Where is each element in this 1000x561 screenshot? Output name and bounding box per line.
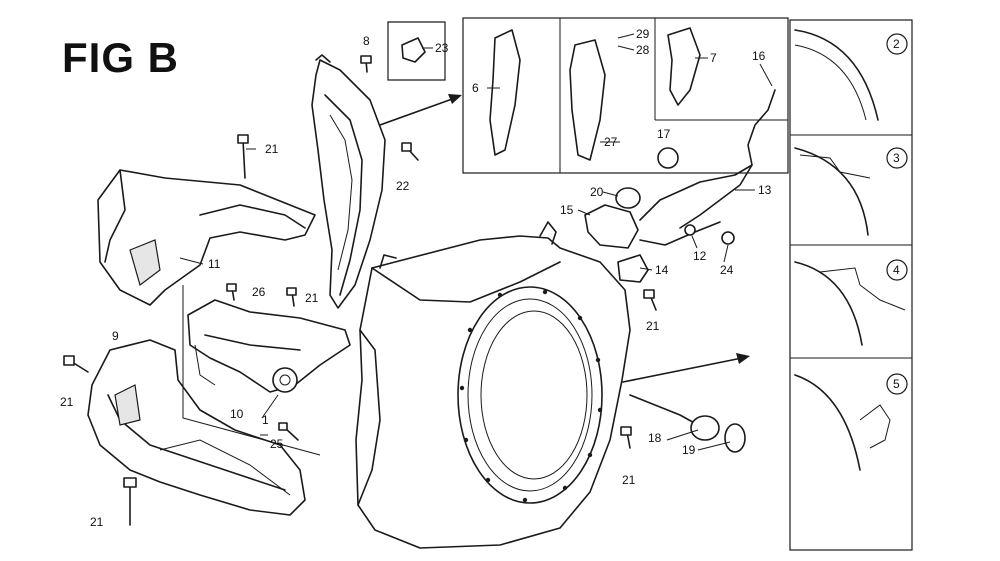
label-21-bottom: 21 xyxy=(90,515,104,529)
panel-7 xyxy=(667,27,701,106)
label-9: 9 xyxy=(112,329,119,343)
bolts xyxy=(63,55,657,526)
variant-2-shape xyxy=(794,29,879,121)
ignition-cable xyxy=(629,394,746,453)
label-8: 8 xyxy=(363,34,370,48)
label-10: 10 xyxy=(230,407,244,421)
panel-27 xyxy=(569,39,606,161)
label-19: 19 xyxy=(682,443,696,457)
variant-4-shape xyxy=(794,261,863,346)
side-shroud xyxy=(311,54,386,309)
blower-housing xyxy=(355,221,631,549)
label-24: 24 xyxy=(720,263,734,277)
callout-arrows xyxy=(379,94,750,383)
label-16: 16 xyxy=(752,49,766,63)
label-1: 1 xyxy=(262,413,269,427)
switch-17 xyxy=(657,147,679,169)
variant-panels xyxy=(789,19,913,551)
switch-bracket-assembly xyxy=(187,299,351,393)
cover-lower-left xyxy=(87,339,306,516)
label-7: 7 xyxy=(710,51,717,65)
label-4: 4 xyxy=(893,263,900,277)
variant-3-shape xyxy=(794,147,869,236)
part-23-box xyxy=(387,21,446,81)
label-14: 14 xyxy=(655,263,669,277)
cover-upper-left xyxy=(97,169,316,306)
label-6: 6 xyxy=(472,81,479,95)
label-3: 3 xyxy=(893,151,900,165)
insert-panel-box xyxy=(462,17,789,174)
label-5: 5 xyxy=(893,377,900,391)
label-17: 17 xyxy=(657,127,671,141)
group-bracket-line xyxy=(182,285,321,456)
label-21-left: 21 xyxy=(60,395,74,409)
label-26: 26 xyxy=(252,285,266,299)
variant-5-shape xyxy=(794,374,861,471)
label-23: 23 xyxy=(435,41,449,55)
label-21-top: 21 xyxy=(265,142,279,156)
figure-title: FIG B xyxy=(62,34,179,81)
part-labels: 2 3 4 5 6 7 8 9 10 1 11 12 13 14 15 16 1… xyxy=(60,27,908,529)
label-12: 12 xyxy=(693,249,707,263)
leader-lines xyxy=(179,33,773,451)
label-18: 18 xyxy=(648,431,662,445)
label-25: 25 xyxy=(270,437,284,451)
label-13: 13 xyxy=(758,183,772,197)
label-21-mid: 21 xyxy=(305,291,319,305)
wire-harness xyxy=(584,89,776,283)
label-20: 20 xyxy=(590,185,604,199)
panel-6 xyxy=(489,29,521,156)
label-15: 15 xyxy=(560,203,574,217)
label-29: 29 xyxy=(636,27,650,41)
label-28: 28 xyxy=(636,43,650,57)
label-21-right: 21 xyxy=(646,319,660,333)
label-11: 11 xyxy=(208,257,221,271)
label-22: 22 xyxy=(396,179,410,193)
label-21-lower: 21 xyxy=(622,473,636,487)
label-2: 2 xyxy=(893,37,900,51)
